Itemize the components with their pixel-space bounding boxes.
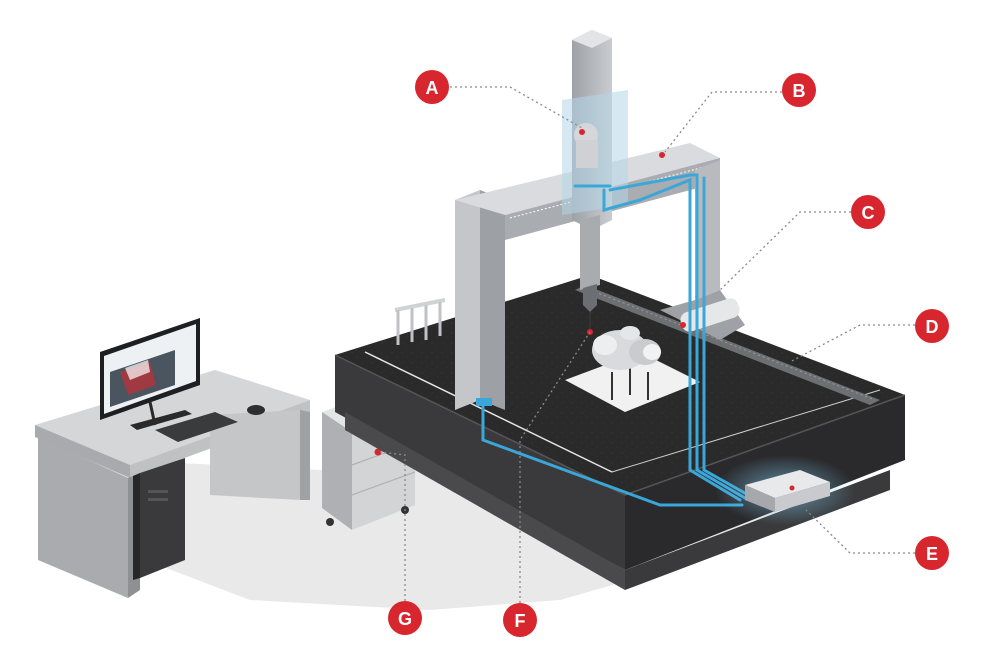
bridge-left-leg <box>455 190 505 410</box>
callout-a-label: A <box>426 78 439 98</box>
keyboard <box>155 412 238 442</box>
callout-a-badge <box>415 70 449 104</box>
callout-a: A <box>415 70 449 104</box>
monitor <box>100 318 200 430</box>
left-sensor <box>476 398 492 406</box>
callout-g-badge <box>388 601 422 635</box>
callout-f-badge <box>503 603 537 637</box>
callout-b-label: B <box>793 81 806 101</box>
callout-e-label: E <box>926 544 938 564</box>
callout-f-label: F <box>515 611 526 631</box>
callout-e: E <box>915 536 949 570</box>
callout-d: D <box>915 309 949 343</box>
mouse <box>247 405 265 415</box>
callout-c-label: C <box>862 203 875 223</box>
interface-box <box>745 470 830 512</box>
callout-c: C <box>851 195 885 229</box>
callout-e-badge <box>915 536 949 570</box>
callout-d-badge <box>915 309 949 343</box>
callout-b: B <box>782 73 816 107</box>
workpiece <box>592 326 661 370</box>
callout-g: G <box>388 601 422 635</box>
callout-f: F <box>503 603 537 637</box>
y-axis-guide-rail <box>575 285 880 405</box>
callout-leaders <box>379 86 915 603</box>
callout-c-badge <box>851 195 885 229</box>
fixture-plate <box>565 352 700 412</box>
z-column <box>562 30 628 335</box>
callout-g-label: G <box>398 609 412 629</box>
callout-b-badge <box>782 73 816 107</box>
callout-d-label: D <box>926 317 939 337</box>
probe-rack <box>394 298 446 345</box>
bridge-right-leg <box>660 160 745 340</box>
pc-tower <box>133 458 185 580</box>
